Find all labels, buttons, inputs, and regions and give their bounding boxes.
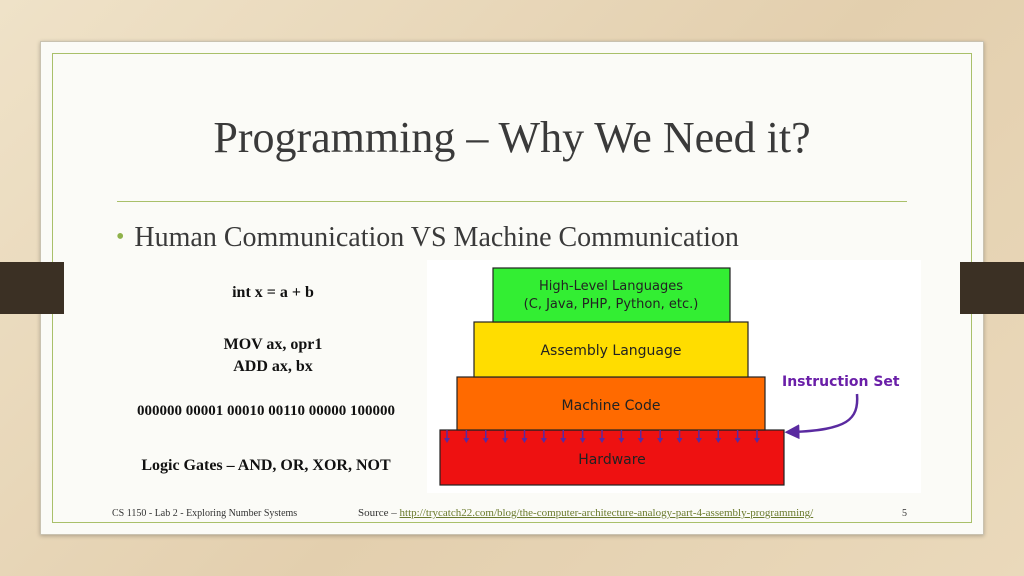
- page-number: 5: [902, 508, 907, 519]
- instruction-arrow-head: [754, 438, 760, 443]
- machine-code-label: Machine Code: [562, 398, 661, 414]
- high-level-label: High-Level Languages: [539, 279, 683, 294]
- instruction-arrow-head: [482, 438, 489, 443]
- source-label: Source –: [358, 507, 400, 519]
- abstraction-pyramid-diagram: Hardware Machine Code Assembly Language …: [427, 260, 921, 493]
- footer-source: Source – http://trycatch22.com/blog/the-…: [358, 507, 813, 519]
- assembly-code-line-1: MOV ax, opr1: [223, 336, 323, 353]
- instruction-arrow-head: [579, 438, 586, 443]
- instruction-arrow-head: [463, 438, 470, 443]
- instruction-arrow-head: [618, 438, 625, 443]
- machine-code-line: 000000 00001 00010 00110 00000 100000: [137, 403, 395, 419]
- instruction-arrow-head: [657, 438, 664, 443]
- hardware-label: Hardware: [578, 452, 646, 468]
- instruction-arrow-head: [540, 438, 547, 443]
- footer-course: CS 1150 - Lab 2 - Exploring Number Syste…: [112, 508, 298, 519]
- callout-arrow: [784, 393, 859, 440]
- pyramid-svg: Hardware Machine Code Assembly Language …: [439, 267, 900, 486]
- bullet-text: Human Communication VS Machine Communica…: [134, 222, 739, 253]
- machine-code-layer: [456, 376, 766, 431]
- instruction-arrows: [444, 430, 760, 443]
- logic-gates-line: Logic Gates – AND, OR, XOR, NOT: [141, 457, 391, 474]
- high-level-examples: (C, Java, PHP, Python, etc.): [524, 297, 699, 312]
- instruction-arrow-head: [560, 438, 567, 443]
- right-tab-decoration: [960, 262, 1024, 314]
- instruction-arrow-head: [715, 438, 722, 443]
- instruction-arrow-head: [502, 438, 509, 443]
- title-divider: [117, 201, 907, 202]
- high-level-code: int x = a + b: [232, 284, 314, 301]
- left-tab-decoration: [0, 262, 64, 314]
- assembly-code-line-2: ADD ax, bx: [233, 358, 313, 375]
- slide-title: Programming – Why We Need it?: [213, 113, 811, 162]
- instruction-arrow-head: [734, 438, 741, 443]
- instruction-set-callout: Instruction Set: [782, 374, 900, 390]
- assembly-label: Assembly Language: [540, 343, 681, 359]
- instruction-arrow-head: [695, 438, 702, 443]
- high-level-layer: [492, 267, 731, 323]
- instruction-arrow-head: [599, 438, 605, 443]
- bullet-icon: •: [116, 224, 125, 250]
- instruction-arrow-head: [444, 438, 450, 443]
- instruction-arrow-head: [521, 438, 528, 443]
- instruction-arrow-head: [637, 438, 644, 443]
- assembly-layer: [473, 321, 749, 378]
- source-link[interactable]: http://trycatch22.com/blog/the-computer-…: [399, 507, 814, 519]
- bullet-item: • Human Communication VS Machine Communic…: [116, 222, 739, 258]
- instruction-arrow-head: [676, 438, 683, 443]
